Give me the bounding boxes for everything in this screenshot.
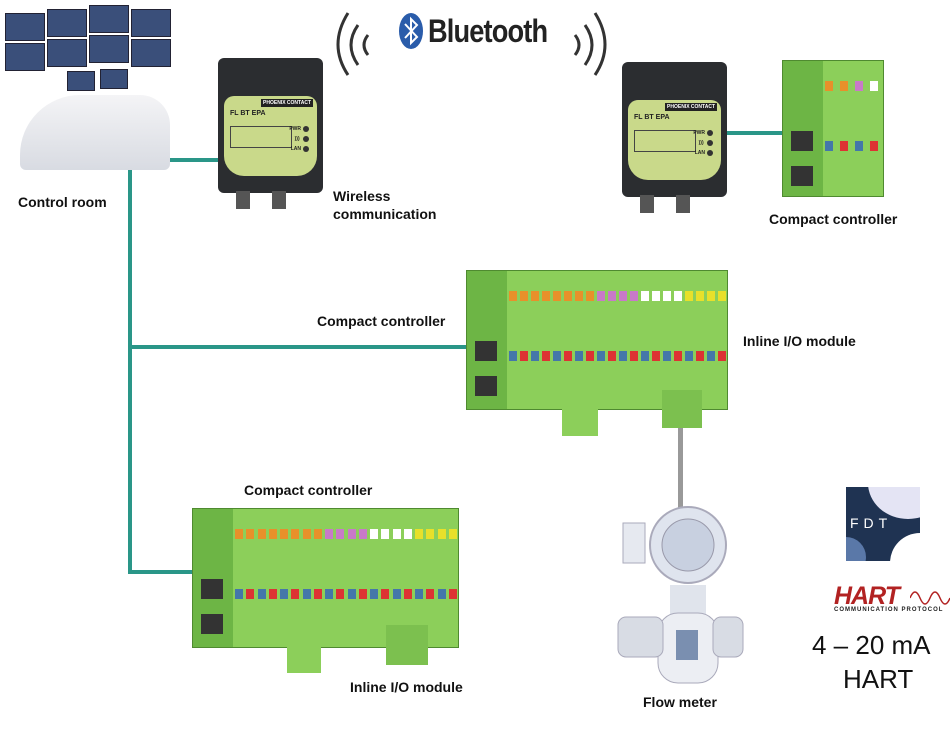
io-module-slice bbox=[823, 61, 839, 196]
flow-meter-image bbox=[617, 506, 744, 684]
io-module-slice bbox=[716, 271, 728, 409]
io-module-slice bbox=[446, 509, 459, 647]
model-label: FL BT EPA bbox=[634, 114, 670, 121]
compact-controller-top-right bbox=[782, 60, 884, 197]
hart-cable bbox=[678, 425, 683, 520]
hart-module-middle bbox=[662, 390, 702, 428]
io-module-slice bbox=[853, 61, 869, 196]
wireless-access-point-right: PHOENIX CONTACT FL BT EPA PWR ))) LAN bbox=[622, 62, 727, 213]
inline-io-middle-label: Inline I/O module bbox=[743, 333, 856, 349]
bluetooth-label: Bluetooth bbox=[428, 12, 548, 49]
fdt-logo: FDT bbox=[846, 487, 920, 561]
hart-logo-text: HART bbox=[834, 582, 900, 610]
bluetooth-icon bbox=[399, 13, 423, 49]
led-label-pwr: PWR bbox=[289, 126, 301, 132]
io-module-slice bbox=[868, 61, 884, 196]
model-label: FL BT EPA bbox=[230, 110, 266, 117]
led-label-lan: LAN bbox=[290, 146, 301, 152]
led-label-lan: LAN bbox=[694, 150, 705, 156]
brand-logo: PHOENIX CONTACT bbox=[261, 99, 313, 107]
compact-controller-bottom bbox=[192, 508, 459, 648]
wireless-waves-left-icon bbox=[336, 12, 370, 76]
led-label-wireless: ))) bbox=[698, 140, 705, 146]
wireless-waves-right-icon bbox=[573, 12, 607, 76]
inline-io-bottom-label: Inline I/O module bbox=[350, 679, 463, 695]
fdt-logo-text: FDT bbox=[850, 515, 893, 531]
bluetooth-logo: Bluetooth bbox=[398, 12, 568, 50]
terminal-block-bottom bbox=[287, 645, 321, 673]
signal-type-line2: HART bbox=[843, 664, 914, 694]
wireless-communication-label: Wireless communication bbox=[333, 188, 437, 222]
hart-logo: HART COMMUNICATION PROTOCOL bbox=[834, 582, 950, 613]
flow-meter-label: Flow meter bbox=[643, 694, 717, 710]
link-ap-to-controller bbox=[724, 131, 784, 135]
control-room-label: Control room bbox=[18, 194, 107, 210]
control-room-image bbox=[5, 5, 185, 175]
compact-controller-middle-label: Compact controller bbox=[317, 313, 446, 329]
link-to-middle-controller bbox=[130, 345, 467, 349]
network-backbone bbox=[128, 140, 132, 574]
io-module-slice bbox=[838, 61, 854, 196]
signal-type-line1: 4 – 20 mA bbox=[812, 630, 931, 660]
compact-controller-top-right-label: Compact controller bbox=[769, 211, 898, 227]
link-to-bottom-controller bbox=[130, 570, 193, 574]
sine-wave-icon bbox=[910, 591, 950, 605]
compact-controller-bottom-label: Compact controller bbox=[244, 482, 373, 498]
hart-module-bottom bbox=[386, 625, 428, 665]
brand-logo: PHOENIX CONTACT bbox=[665, 103, 717, 111]
compact-controller-middle bbox=[466, 270, 728, 410]
terminal-block-middle bbox=[562, 408, 598, 436]
link-to-wireless-ap bbox=[130, 158, 220, 162]
led-label-wireless: ))) bbox=[294, 136, 301, 142]
wireless-access-point-left: PHOENIX CONTACT FL BT EPA PWR ))) LAN bbox=[218, 58, 323, 209]
hart-logo-subtitle: COMMUNICATION PROTOCOL bbox=[834, 607, 944, 613]
led-label-pwr: PWR bbox=[693, 130, 705, 136]
